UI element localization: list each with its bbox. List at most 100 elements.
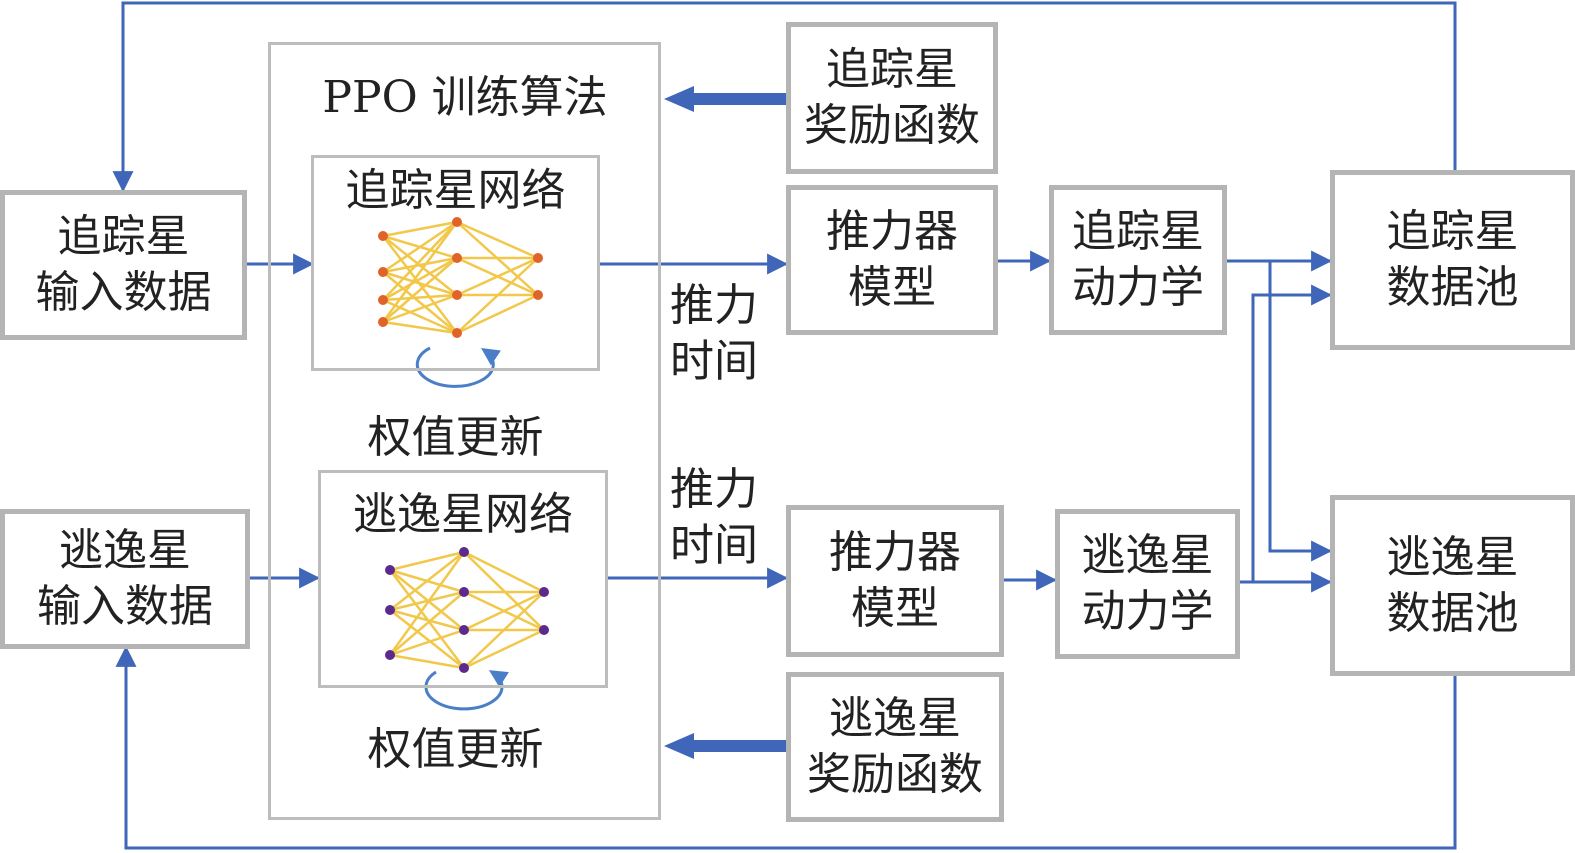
pursuer-input-box: 追踪星 输入数据	[0, 190, 247, 340]
evader-network-label: 逃逸星网络	[353, 489, 573, 540]
evader-reward-arrow	[664, 733, 788, 759]
pursuer-network-edge	[382, 220, 458, 238]
evader-input-line-1: 逃逸星	[59, 525, 191, 576]
pursuer-network-edge	[381, 221, 459, 323]
pursuer-reward-arrow	[664, 86, 788, 112]
pursuer-network-edge	[382, 320, 458, 335]
pursuer-data-pool-box: 追踪星 数据池	[1330, 170, 1575, 350]
evader-network-box	[318, 470, 608, 688]
pursuer-network-node	[533, 290, 543, 300]
evader-network-node	[385, 565, 395, 575]
pursuer-network-node	[452, 217, 462, 227]
evader-network-node	[539, 587, 549, 597]
pursuer-thruster-line-1: 推力器	[826, 206, 958, 257]
evader-network-edge	[389, 608, 465, 632]
evader-thruster-box: 推力器 模型	[786, 505, 1004, 657]
evader-reward-line-1: 逃逸星	[829, 693, 961, 744]
pursuer-network-edge	[382, 271, 458, 334]
pursuer-network-edge	[382, 293, 458, 302]
pursuer-network-node	[378, 267, 388, 277]
evader-data-pool-line-1: 逃逸星	[1386, 531, 1519, 583]
evader-network-node	[459, 663, 469, 673]
ppo-title: PPO 训练算法	[322, 72, 608, 123]
pursuer-network-node	[452, 328, 462, 338]
evader-input-line-2: 输入数据	[37, 581, 213, 632]
evader-network-edge	[388, 551, 466, 656]
pursuer-reward-box: 追踪星 奖励函数	[786, 22, 998, 174]
evader-weight-update-label: 权值更新	[367, 724, 544, 775]
pursuer-network-edge	[456, 256, 539, 297]
pursuer-network-node	[452, 253, 462, 263]
evader-network-node	[539, 625, 549, 635]
pursuer-thrust-label: 推力	[670, 280, 758, 331]
evader-dynamics-to-pursuer-pool-arrow	[1251, 284, 1333, 582]
pursuer-network-edge	[382, 220, 458, 274]
evader-network-node	[459, 587, 469, 597]
pursuer-network-node	[533, 253, 543, 263]
evader-network-edge	[463, 550, 545, 594]
pursuer-dynamics-line-1: 追踪星	[1072, 206, 1204, 257]
pursuer-network-edge	[456, 293, 539, 335]
pursuer-network-edge	[456, 220, 539, 260]
pursuer-network-node	[378, 295, 388, 305]
evader-network-edge	[389, 590, 465, 612]
evader-thrust-time-label: 推力 时间	[660, 462, 768, 574]
evader-thruster-line-1: 推力器	[829, 527, 961, 578]
pursuer-network-icon	[378, 217, 543, 338]
pursuer-thruster-box: 推力器 模型	[786, 185, 998, 335]
evader-network-edge	[389, 653, 465, 670]
evader-dynamics-box: 逃逸星 动力学	[1055, 509, 1240, 659]
pursuer-weight-update-cycle-icon	[415, 346, 501, 388]
evader-network-node	[385, 605, 395, 615]
evader-reward-box: 逃逸星 奖励函数	[786, 672, 1004, 822]
evader-network-edge	[389, 591, 465, 656]
pursuer-network-box	[311, 155, 600, 371]
evader-network-node	[459, 547, 469, 557]
evader-reward-line-2: 奖励函数	[807, 749, 983, 800]
evader-network-edge	[463, 590, 545, 632]
pursuer-network-node	[378, 231, 388, 241]
pursuer-thruster-line-2: 模型	[848, 262, 936, 313]
pursuer-network-edge	[382, 270, 458, 297]
pursuer-weight-update-label: 权值更新	[367, 412, 544, 463]
pursuer-thrust-time-label: 推力 时间	[660, 278, 768, 390]
evader-network-edge	[389, 551, 465, 611]
evader-dynamics-line-1: 逃逸星	[1081, 530, 1214, 581]
pursuer-network-node	[378, 317, 388, 327]
pursuer-network-edge	[382, 221, 458, 301]
pursuer-network-node	[452, 290, 462, 300]
evader-thruster-line-2: 模型	[851, 583, 939, 634]
pursuer-reward-line-1: 追踪星	[826, 44, 958, 95]
evader-data-pool-line-2: 数据池	[1386, 587, 1519, 639]
evader-input-box: 逃逸星 输入数据	[0, 509, 250, 649]
evader-data-pool-box: 逃逸星 数据池	[1330, 495, 1575, 676]
pursuer-reward-line-2: 奖励函数	[804, 100, 980, 151]
ppo-training-container	[268, 42, 661, 820]
evader-network-edge	[463, 628, 545, 670]
pursuer-network-edge	[382, 257, 458, 323]
evader-time-label: 时间	[670, 520, 758, 571]
evader-network-icon	[385, 547, 549, 673]
evader-network-edge	[389, 609, 465, 669]
evader-network-edge	[463, 591, 545, 669]
pursuer-dynamics-box: 追踪星 动力学	[1049, 185, 1227, 335]
evader-dynamics-line-2: 动力学	[1081, 586, 1214, 637]
pursuer-dynamics-line-2: 动力学	[1072, 262, 1204, 313]
pursuer-data-pool-line-2: 数据池	[1386, 262, 1519, 313]
pursuer-data-pool-line-1: 追踪星	[1386, 206, 1519, 257]
pursuer-network-edge	[456, 257, 539, 334]
pursuer-network-edge	[382, 293, 458, 324]
evader-thrust-label: 推力	[670, 464, 758, 515]
pursuer-dynamics-to-evader-pool-arrow	[1268, 261, 1333, 562]
pursuer-time-label: 时间	[670, 336, 758, 387]
evader-network-edge	[389, 628, 465, 657]
evader-network-edge	[389, 550, 465, 572]
pursuer-feedback-arrow	[112, 1, 1457, 193]
pursuer-input-line-1: 追踪星	[57, 211, 190, 262]
pursuer-network-edge	[382, 256, 458, 274]
pursuer-network-label: 追踪星网络	[345, 165, 566, 216]
pursuer-input-line-2: 输入数据	[35, 267, 212, 318]
evader-network-node	[459, 625, 469, 635]
evader-feedback-arrow	[115, 645, 1457, 850]
